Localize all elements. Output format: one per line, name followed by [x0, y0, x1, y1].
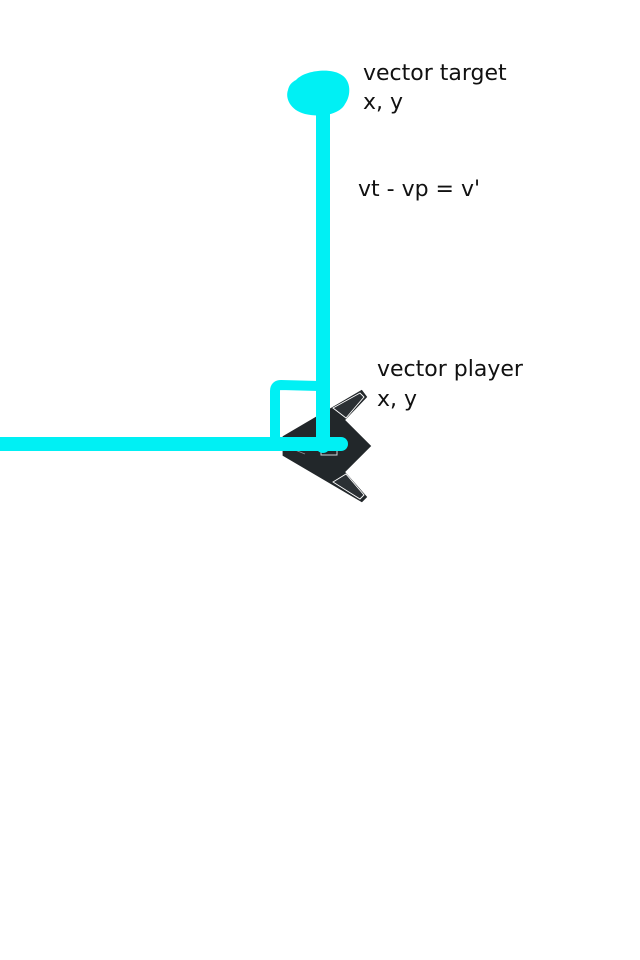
target-label-line1: vector target	[363, 61, 507, 86]
right-angle-marker	[270, 380, 324, 443]
target-label-line2: x, y	[363, 90, 403, 115]
player-label-line2: x, y	[377, 387, 417, 412]
target-blob	[287, 70, 350, 116]
difference-label: vt - vp = v'	[358, 177, 480, 202]
player-label-line1: vector player	[377, 357, 524, 382]
